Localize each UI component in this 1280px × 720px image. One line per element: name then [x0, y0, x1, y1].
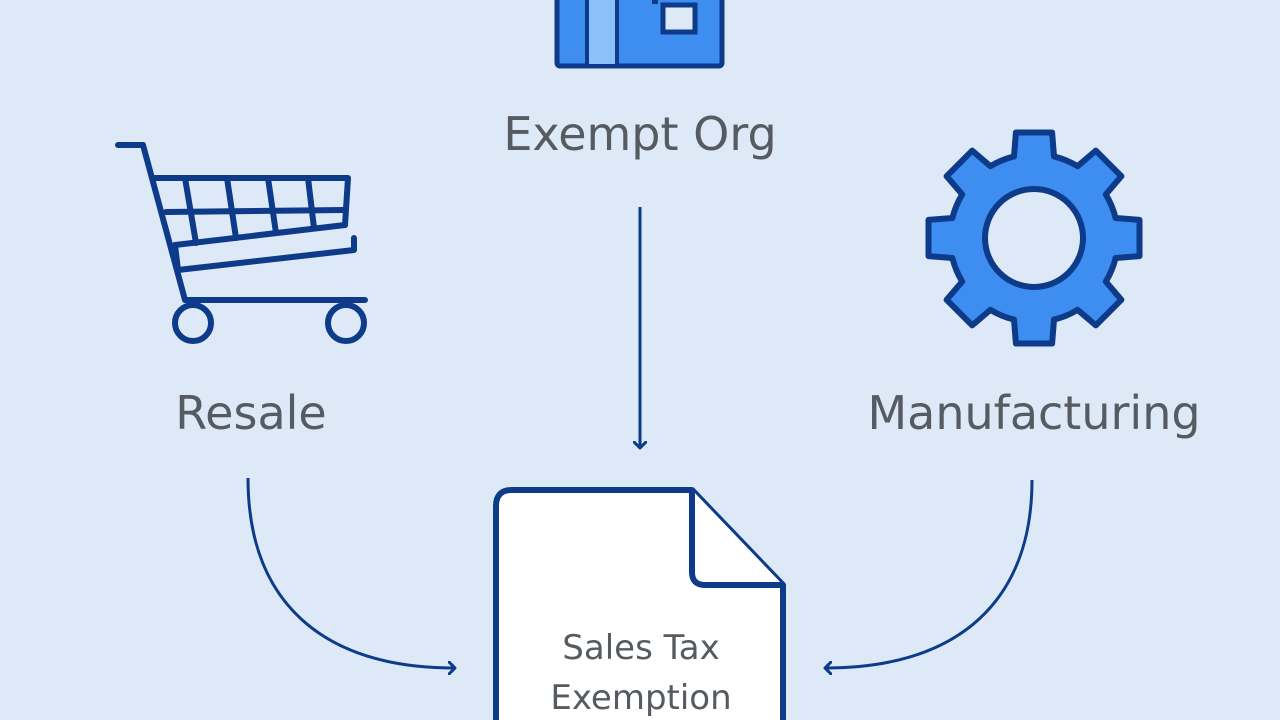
- document-icon: [493, 487, 786, 720]
- arrow-resale-to-exemption: [246, 477, 455, 668]
- arrow-manufacturing-to-exemption: [825, 479, 1034, 668]
- node-label-manufacturing: Manufacturing: [867, 386, 1201, 440]
- exemption-title-line1: Sales Tax: [562, 628, 720, 668]
- gear-icon: [925, 129, 1143, 347]
- gear-hole: [982, 186, 1086, 290]
- exemption-title-line2: Exemption: [550, 678, 732, 718]
- building-icon: [554, 0, 725, 69]
- node-label-resale: Resale: [175, 386, 327, 440]
- shopping-cart-icon: [115, 142, 368, 344]
- node-label-exempt-org: Exempt Org: [503, 107, 777, 161]
